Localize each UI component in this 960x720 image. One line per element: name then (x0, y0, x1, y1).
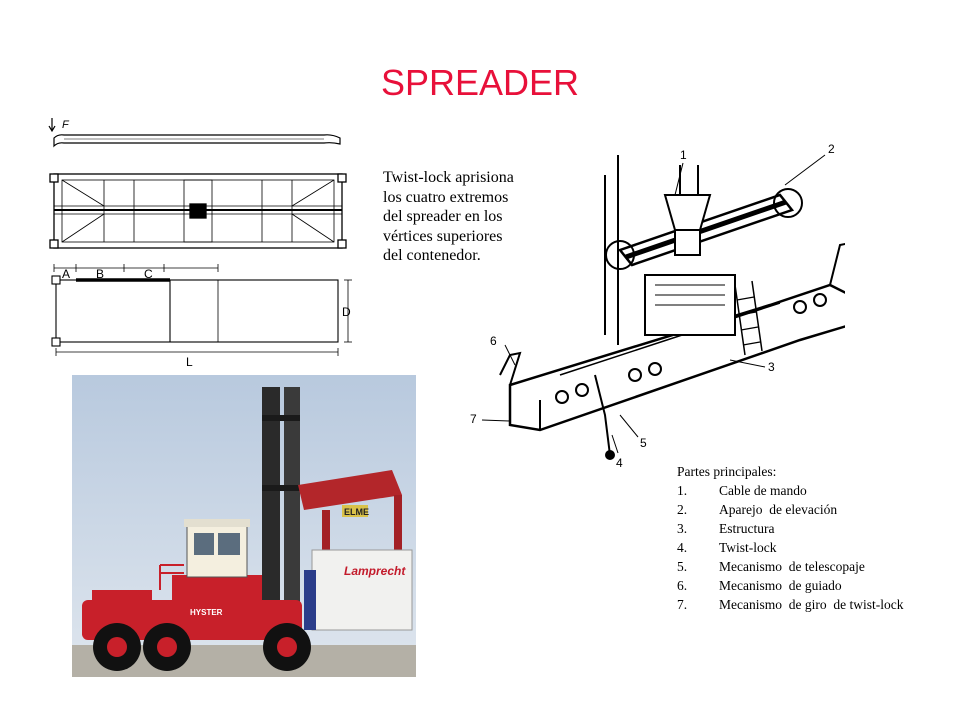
callout-3: 3 (768, 360, 775, 374)
dim-l-label: L (186, 355, 193, 369)
dim-a-label: A (62, 267, 70, 281)
callout-6: 6 (490, 334, 497, 348)
dim-c-label: C (144, 267, 153, 281)
callout-2: 2 (828, 142, 835, 156)
container-handler-photo: ELME Lamprecht HYSTER (72, 375, 416, 677)
list-item-label: Aparejo de elevación (719, 502, 838, 517)
list-item-number: 5. (677, 559, 688, 574)
list-item-label: Estructura (719, 521, 775, 536)
callout-7: 7 (470, 412, 477, 426)
callout-1: 1 (680, 148, 687, 162)
list-item-label: Mecanismo de giro de twist-lock (719, 597, 904, 612)
list-item-label: Twist-lock (719, 540, 777, 555)
force-label: F (62, 119, 70, 131)
list-item-number: 2. (677, 502, 688, 517)
list-item: 7. Mecanismo de giro de twist-lock (677, 595, 947, 614)
list-item: 3. Estructura (677, 519, 947, 538)
slide-title: SPREADER (380, 62, 580, 103)
twist-lock-description: Twist-lock aprisiona los cuatro extremos… (383, 169, 514, 264)
parts-list: Partes principales: 1. Cable de mando 2.… (677, 462, 947, 614)
list-item-number: 1. (677, 483, 688, 498)
list-item: 2. Aparejo de elevación (677, 500, 947, 519)
top-view (49, 173, 347, 249)
list-item: 6. Mecanismo de guiado (677, 576, 947, 595)
list-item-label: Mecanismo de telescopaje (719, 559, 865, 574)
callout-5: 5 (640, 436, 647, 450)
photo-brand-label: ELME (344, 507, 369, 517)
photo-container-label: Lamprecht (344, 564, 406, 578)
list-item-label: Cable de mando (719, 483, 807, 498)
callout-4: 4 (616, 456, 623, 470)
plan-view (51, 275, 352, 356)
list-item-number: 4. (677, 540, 688, 555)
list-item-number: 7. (677, 597, 688, 612)
photo-truck-label: HYSTER (190, 608, 223, 617)
list-item-label: Mecanismo de guiado (719, 578, 842, 593)
parts-heading: Partes principales: (677, 464, 777, 479)
list-item: 4. Twist-lock (677, 538, 947, 557)
list-item: 5. Mecanismo de telescopaje (677, 557, 947, 576)
list-item-number: 3. (677, 521, 688, 536)
spreader-technical-drawing: F A B C (44, 108, 364, 370)
list-item-number: 6. (677, 578, 688, 593)
side-view (48, 118, 341, 148)
dim-d-label: D (342, 305, 351, 319)
list-item: 1. Cable de mando (677, 481, 947, 500)
dim-b-label: B (96, 267, 104, 281)
spreader-parts-diagram: 1 2 3 4 5 6 7 (470, 135, 852, 473)
